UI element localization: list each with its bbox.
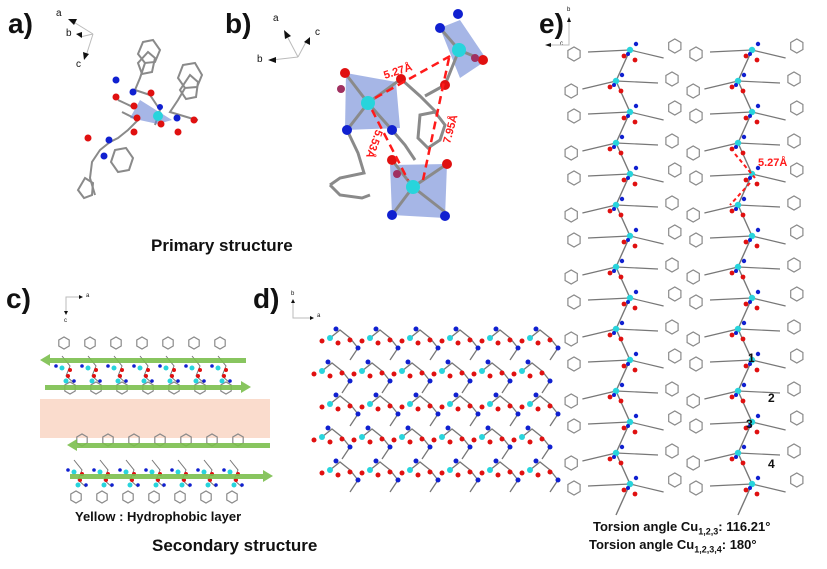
panel-a-label: a)	[8, 8, 33, 39]
axis-label-a: a	[273, 13, 279, 24]
site-number-2: 2	[768, 391, 775, 405]
axis-label-a: a	[86, 293, 90, 299]
axis-triad-c	[64, 295, 83, 315]
coordination-polyhedra: 5.27Å 7.95Å 5.53Å	[328, 9, 488, 221]
hydrophobic-layer-legend: Yellow : Hydrophobic layer	[75, 509, 242, 524]
axis-label-c: c	[64, 318, 67, 324]
axis-label-a: a	[317, 313, 321, 319]
panel-e-label: e)	[539, 8, 564, 39]
distance-arrow-e	[729, 153, 756, 206]
distance-arrows	[370, 53, 453, 181]
hydrophobic-layer-band	[40, 399, 270, 438]
axis-label-b: b	[66, 28, 72, 39]
axis-label-c: c	[76, 59, 81, 70]
axis-label-b: b	[291, 291, 295, 297]
axis-label-b: b	[257, 54, 263, 65]
panel-d-label: d)	[253, 283, 280, 314]
secondary-layer-view-d	[311, 326, 561, 493]
site-number-3: 3	[746, 417, 753, 431]
caption-primary-structure: Primary structure	[151, 236, 293, 255]
molecule-primary-unit	[76, 38, 204, 200]
panel-c-label: c)	[6, 283, 31, 314]
axis-triad-a	[68, 19, 94, 60]
axis-label-a: a	[56, 8, 62, 19]
axis-label-c: c	[315, 27, 320, 38]
axis-triad-b	[268, 30, 310, 63]
distance-label-3: 5.53Å	[363, 128, 385, 160]
axis-label-c: c	[560, 41, 563, 47]
axis-triad-d	[291, 299, 314, 320]
axis-label-b: b	[567, 7, 571, 13]
distance-label-e: 5.27Å	[758, 156, 787, 169]
torsion-angle-line-1: Torsion angle Cu1,2,3: 116.21°	[593, 519, 771, 537]
chain-view-e: 5.27Å 1 2 3 4	[564, 38, 804, 516]
axis-triad-e	[545, 17, 571, 47]
site-number-1: 1	[748, 351, 755, 365]
secondary-layer-view-c	[40, 336, 273, 504]
site-number-4: 4	[768, 457, 775, 471]
caption-secondary-structure: Secondary structure	[152, 536, 318, 555]
panel-b-label: b)	[225, 8, 252, 39]
torsion-angle-line-2: Torsion angle Cu1,2,3,4: 180°	[589, 537, 757, 555]
hbond-arrows	[40, 354, 273, 482]
